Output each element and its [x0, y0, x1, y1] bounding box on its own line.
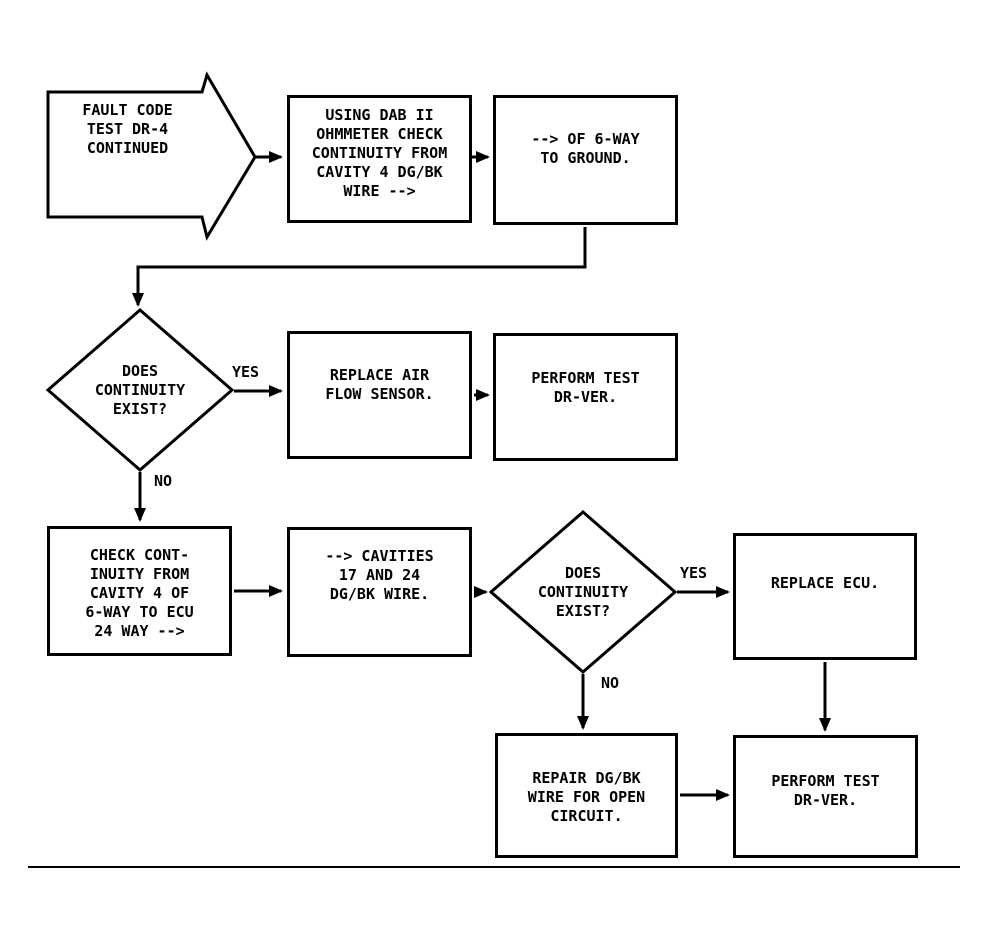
connector-ground-to-decision-1: [132, 227, 587, 307]
decision-2-no-label: NO: [601, 674, 620, 692]
node-repair-wire-label: REPAIR DG/BK WIRE FOR OPEN CIRCUIT.: [527, 769, 646, 825]
decision-1-diamond: [45, 308, 235, 472]
node-check-continuity-ecu: CHECK CONT- INUITY FROM CAVITY 4 OF 6-WA…: [47, 526, 232, 656]
node-perform-test-2: PERFORM TEST DR-VER.: [733, 735, 918, 858]
node-to-ground-label: --> OF 6-WAY TO GROUND.: [531, 130, 640, 167]
node-perform-test-1: PERFORM TEST DR-VER.: [493, 333, 678, 461]
node-decision-2: DOES CONTINUITY EXIST?: [491, 564, 675, 621]
decision-2-yes-label: YES: [680, 564, 708, 582]
node-cavities: --> CAVITIES 17 AND 24 DG/BK WIRE.: [287, 527, 472, 657]
decision-1-yes-label: YES: [232, 363, 260, 381]
node-start-label: FAULT CODE TEST DR-4 CONTINUED: [82, 101, 173, 157]
node-replace-ecu-label: REPLACE ECU.: [770, 574, 880, 592]
node-ohmmeter-check: USING DAB II OHMMETER CHECK CONTINUITY F…: [287, 95, 472, 223]
node-perform-test-1-label: PERFORM TEST DR-VER.: [531, 369, 640, 406]
node-decision-1: DOES CONTINUITY EXIST?: [48, 362, 232, 419]
node-to-ground: --> OF 6-WAY TO GROUND.: [493, 95, 678, 225]
node-replace-air-flow: REPLACE AIR FLOW SENSOR.: [287, 331, 472, 459]
node-perform-test-2-label: PERFORM TEST DR-VER.: [771, 772, 880, 809]
node-replace-ecu: REPLACE ECU.: [733, 533, 917, 660]
node-decision-2-label: DOES CONTINUITY EXIST?: [537, 564, 629, 620]
node-repair-wire: REPAIR DG/BK WIRE FOR OPEN CIRCUIT.: [495, 733, 678, 858]
node-start: FAULT CODE TEST DR-4 CONTINUED: [50, 101, 205, 158]
node-check-continuity-ecu-label: CHECK CONT- INUITY FROM CAVITY 4 OF 6-WA…: [85, 546, 194, 640]
node-decision-1-label: DOES CONTINUITY EXIST?: [94, 362, 186, 418]
node-replace-air-flow-label: REPLACE AIR FLOW SENSOR.: [325, 366, 434, 403]
decision-1-no-label: NO: [154, 472, 173, 490]
start-arrow-shape: [46, 71, 257, 241]
node-ohmmeter-check-label: USING DAB II OHMMETER CHECK CONTINUITY F…: [311, 106, 448, 200]
node-cavities-label: --> CAVITIES 17 AND 24 DG/BK WIRE.: [325, 547, 434, 603]
decision-2-diamond: [488, 510, 678, 674]
